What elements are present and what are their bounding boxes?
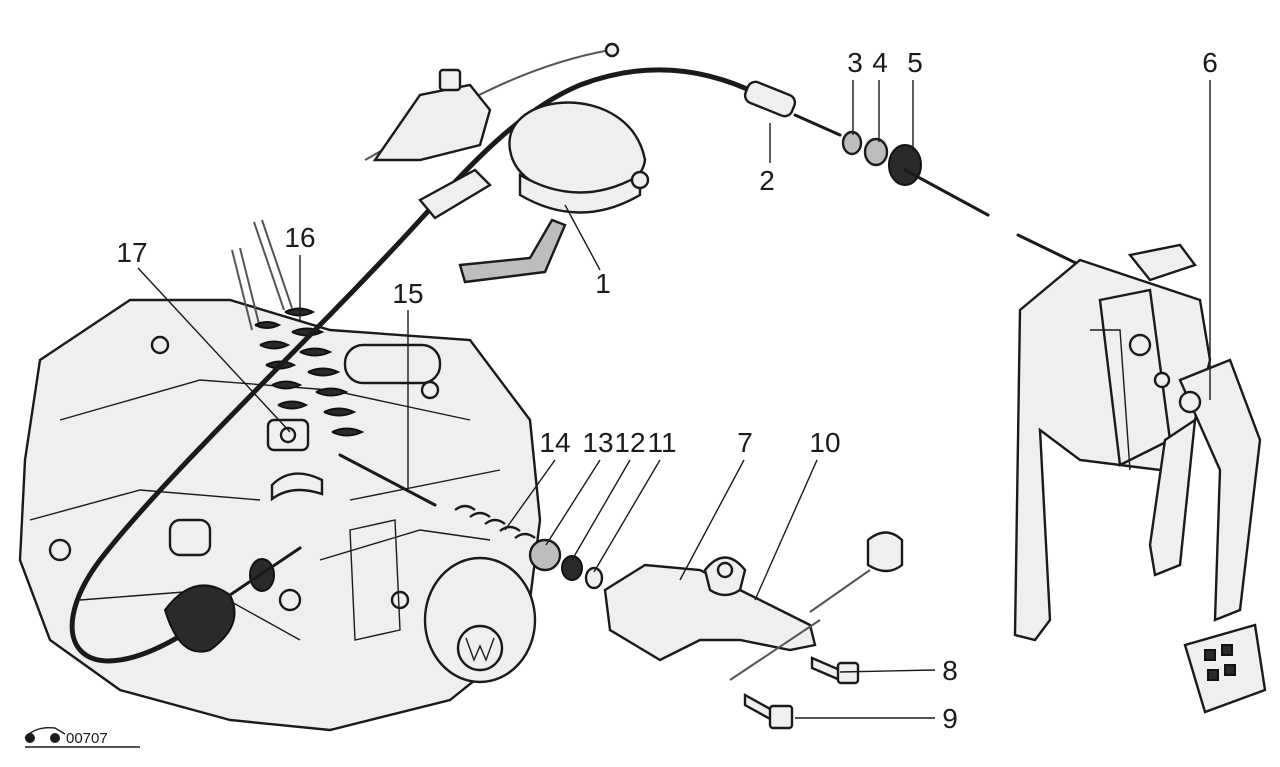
callout-4: 4: [872, 47, 888, 78]
callout-6: 6: [1202, 47, 1218, 78]
callout-1: 1: [595, 268, 611, 299]
vw-logo-emblem: [456, 624, 504, 672]
callout-8: 8: [942, 655, 958, 686]
bolts: [743, 656, 860, 730]
callout-9: 9: [942, 703, 958, 734]
washer-12: [561, 555, 583, 581]
callout-15: 15: [392, 278, 423, 309]
callout-13: 13: [582, 427, 613, 458]
clutch-servo-unit: [372, 68, 650, 284]
leader-lines: [137, 80, 1211, 719]
bolt-8: [810, 656, 842, 682]
lock-washer-13: [528, 538, 562, 572]
release-shaft: [270, 453, 437, 507]
spring-14: [454, 504, 536, 539]
callout-labels: 1 2 3 4 5 6 7 8 9 10 11 12 13 14 15 16 1…: [116, 47, 1217, 734]
callout-2: 2: [759, 165, 775, 196]
washer-11: [584, 566, 604, 590]
cable-upper-end: [743, 80, 990, 217]
callout-5: 5: [907, 47, 923, 78]
gearbox-housing: [18, 298, 542, 732]
car-logo-icon: [24, 727, 66, 743]
lever-7: [603, 563, 817, 662]
callout-11: 11: [647, 427, 676, 458]
callout-12: 12: [614, 427, 645, 458]
figure-code: 00707: [66, 730, 108, 747]
release-lever-assembly: [454, 504, 904, 681]
callout-16: 16: [284, 222, 315, 253]
callout-10: 10: [809, 427, 840, 458]
cable-adjuster-nut: [163, 546, 302, 653]
pedal-assembly: [1013, 233, 1267, 714]
callout-7: 7: [737, 427, 753, 458]
callout-3: 3: [847, 47, 863, 78]
bolt-9: [743, 692, 774, 723]
washer-3: [841, 130, 863, 156]
callout-17: 17: [116, 237, 147, 268]
figure-code-stamp: 00707: [24, 727, 140, 748]
grommet-5: [888, 144, 922, 186]
callout-14: 14: [539, 427, 570, 458]
washer-4: [863, 137, 889, 167]
